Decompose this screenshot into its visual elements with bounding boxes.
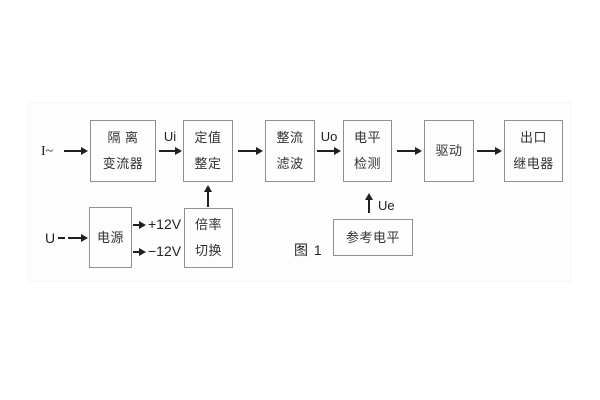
block-label: 定值: [194, 130, 222, 145]
uo-signal-label: Uo: [320, 129, 338, 144]
arrow-rail-negative: [133, 251, 140, 253]
rail-positive-label: +12V: [148, 216, 182, 232]
block-drive: 驱动: [424, 120, 474, 182]
ue-signal-label: Ue: [378, 198, 395, 213]
arrow-input-voltage: [68, 237, 82, 239]
arrow-ratio-to-setting: [207, 191, 209, 207]
block-label: 变流器: [102, 156, 144, 171]
input-current-label: I~: [41, 144, 54, 159]
figure-caption: 图 1: [294, 242, 323, 258]
block-label: 整流: [276, 130, 304, 145]
block-power-supply: 电源: [89, 207, 132, 268]
input-voltage-label: U: [45, 230, 56, 246]
block-label: 隔 离: [107, 130, 139, 145]
arrow-rail-positive: [133, 224, 140, 226]
arrow-ue: [368, 199, 370, 213]
block-setting-adjust: 定值 整定: [183, 120, 233, 182]
input-voltage-dash: [58, 237, 65, 239]
block-ratio-switch: 倍率 切换: [184, 208, 233, 268]
arrow-input-current: [64, 150, 82, 152]
block-reference-level: 参考电平: [333, 219, 413, 256]
block-label: 参考电平: [345, 229, 400, 245]
block-label: 检测: [353, 156, 381, 171]
block-level-detect: 电平 检测: [343, 120, 392, 182]
block-label: 电平: [353, 130, 381, 145]
block-label: 滤波: [276, 156, 304, 171]
arrow-uo: [317, 150, 335, 152]
ui-signal-label: Ui: [163, 129, 177, 144]
block-label: 切换: [194, 243, 222, 258]
arrow-detect-to-drive: [397, 150, 416, 152]
rail-negative-label: −12V: [148, 243, 182, 259]
block-label: 整定: [194, 156, 222, 171]
arrow-drive-to-relay: [477, 150, 496, 152]
block-rectify-filter: 整流 滤波: [265, 120, 315, 182]
block-isolation-transformer: 隔 离 变流器: [90, 120, 156, 182]
block-label: 驱动: [435, 143, 463, 158]
block-output-relay: 出口 继电器: [504, 120, 563, 182]
arrow-ui: [159, 150, 176, 152]
block-label: 倍率: [194, 217, 222, 232]
block-label: 继电器: [513, 156, 554, 171]
block-label: 出口: [519, 130, 547, 145]
block-label: 电源: [96, 229, 124, 245]
arrow-setting-to-rectifier: [238, 150, 257, 152]
